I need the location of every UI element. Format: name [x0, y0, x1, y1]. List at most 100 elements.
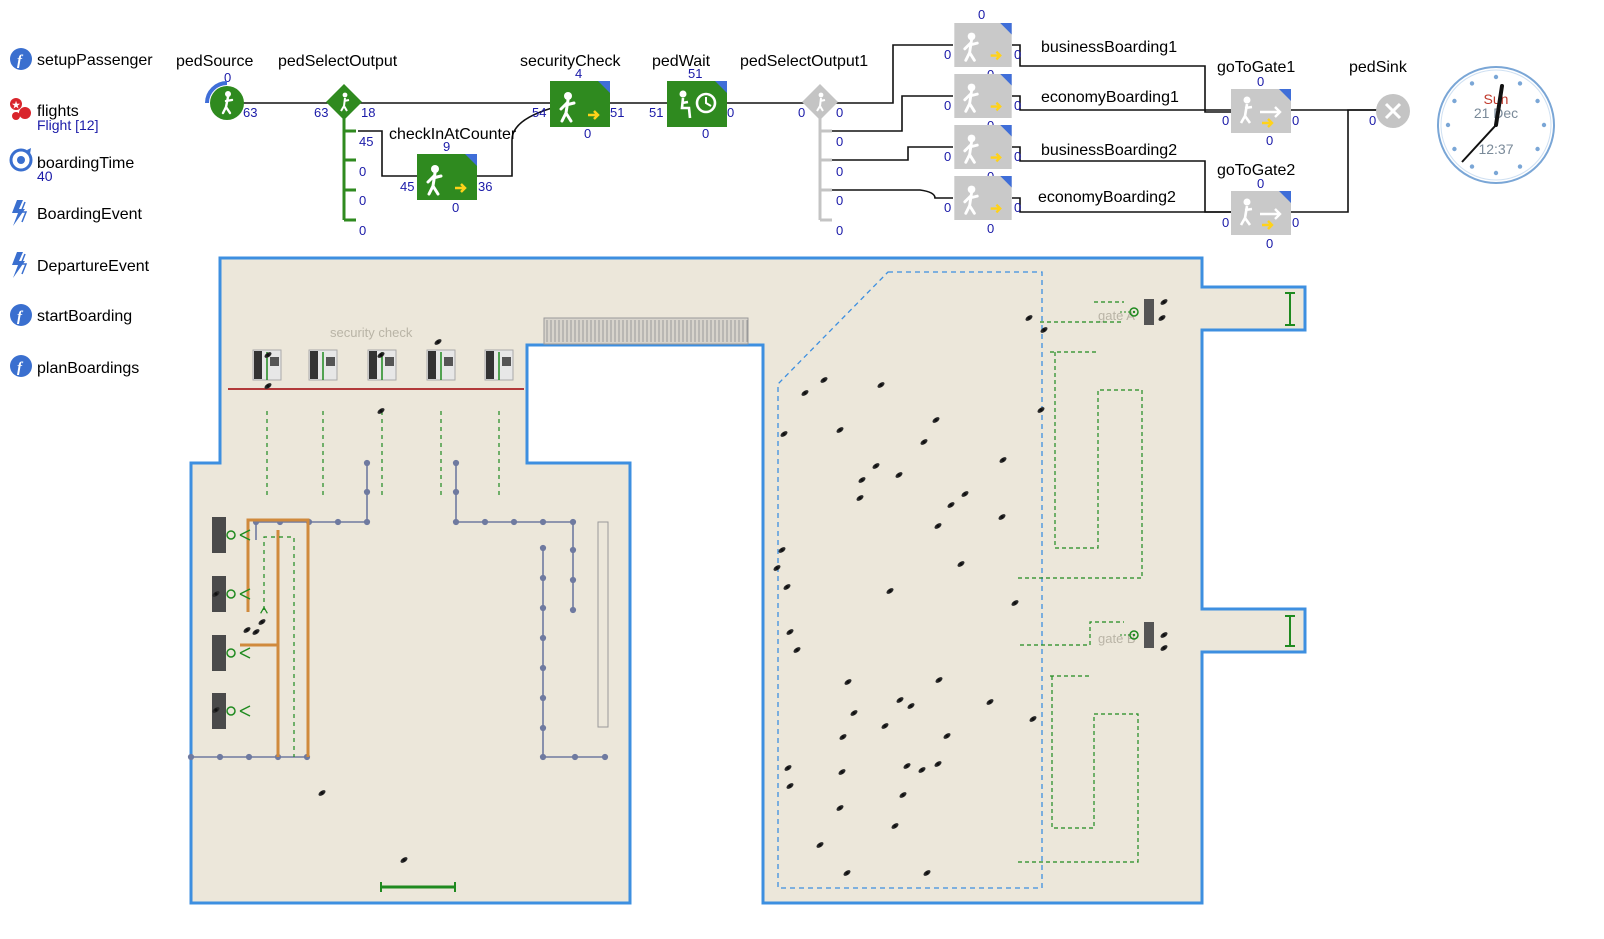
ped-select-output-block[interactable]: pedSelectOutput 63 18 45 0 0 0	[278, 53, 398, 238]
queue-pole	[569, 546, 577, 554]
count-in: 45	[400, 179, 414, 194]
economy-boarding2-block[interactable]: 0 0 0 0 economyBoarding2	[944, 169, 1176, 236]
ped-wait-block[interactable]: pedWait 51 51 0 0	[649, 53, 734, 141]
queue-pole	[363, 488, 371, 496]
event-icon	[12, 200, 28, 226]
ped-sink-block[interactable]: pedSink 0	[1349, 59, 1410, 128]
queue-pole	[363, 459, 371, 467]
count-top: 4	[575, 66, 582, 81]
gate-a: gate A	[1098, 292, 1295, 326]
count-top: 0	[978, 7, 985, 22]
parameter-icon	[9, 148, 33, 172]
block-label: goToGate1	[1217, 59, 1295, 76]
count-bottom: 0	[987, 221, 994, 236]
count-in: 63	[314, 105, 328, 120]
ped-select-output1-block[interactable]: pedSelectOutput1 0 0 0 0 0 0	[740, 53, 868, 238]
ped-source-block[interactable]: pedSource 0 63	[176, 53, 257, 120]
queue-pole	[245, 753, 253, 761]
clock: Sun 21 Dec 12:37	[1437, 66, 1555, 184]
count-out: 63	[243, 105, 257, 120]
sidebar-item-boarding-event[interactable]: BoardingEvent	[12, 200, 143, 226]
clock-tick	[1493, 74, 1499, 80]
sidebar-item-departure-event[interactable]: DepartureEvent	[12, 252, 150, 278]
sidebar-item-plan-boardings[interactable]: f planBoardings	[10, 355, 139, 377]
sidebar-item-setup-passenger[interactable]: f setupPassenger	[10, 48, 153, 70]
count-out: 0	[1014, 200, 1021, 215]
check-in-block[interactable]: checkInAtCounter 9 45 36 0	[389, 126, 517, 215]
queue-pole	[363, 518, 371, 526]
block-label: securityCheck	[520, 53, 621, 70]
queue-pole	[216, 753, 224, 761]
business-boarding1-block[interactable]: 0 0 0 businessBoarding1	[944, 7, 1177, 67]
business-boarding2-block[interactable]: 0 0 0 businessBoarding2	[944, 118, 1177, 169]
check-in-rails	[240, 518, 310, 757]
count-out: 0	[836, 164, 843, 179]
svg-text:f: f	[17, 53, 24, 69]
sidebar-item-flights[interactable]: ★ flights Flight [12]	[10, 98, 98, 133]
check-in-counter	[212, 693, 251, 729]
block-label: businessBoarding1	[1041, 39, 1177, 56]
sidebar-item-boarding-time[interactable]: boardingTime 40	[9, 148, 134, 184]
queue-pole	[539, 724, 547, 732]
sidebar-item-label: BoardingEvent	[37, 206, 143, 223]
block-label: goToGate2	[1217, 162, 1295, 179]
clock-tick	[1452, 146, 1457, 152]
count-out: 0	[836, 223, 843, 238]
clock-tick	[1469, 164, 1475, 169]
sidebar-item-label: DepartureEvent	[37, 258, 150, 275]
economy-boarding1-block[interactable]: 0 0 0 economyBoarding1	[944, 67, 1179, 118]
count-in: 0	[944, 98, 951, 113]
go-to-gate1-block[interactable]: goToGate1 0 0 0 0	[1217, 59, 1299, 148]
block-label: businessBoarding2	[1041, 142, 1177, 159]
block-label: pedSource	[176, 53, 253, 70]
queue-pole	[539, 574, 547, 582]
function-icon	[10, 355, 32, 377]
count-top: 0	[224, 70, 231, 85]
sidebar-item-label: startBoarding	[37, 308, 132, 325]
clock-tick	[1469, 81, 1475, 86]
count-in: 0	[944, 200, 951, 215]
count-out: 0	[727, 105, 734, 120]
queue-pole	[539, 664, 547, 672]
count-out: 36	[478, 179, 492, 194]
count-bottom: 0	[702, 126, 709, 141]
count-bottom: 0	[1266, 133, 1273, 148]
clock-tick	[1445, 122, 1451, 128]
count-top: 0	[1257, 74, 1264, 89]
clock-tick	[1517, 164, 1523, 169]
count-out: 0	[1014, 98, 1021, 113]
hour-hand	[1494, 84, 1504, 127]
check-in-counter	[212, 635, 251, 671]
clock-tick	[1535, 98, 1540, 104]
sidebar-item-start-boarding[interactable]: f startBoarding	[10, 304, 132, 326]
block-label: economyBoarding2	[1038, 189, 1176, 206]
count-out: 0	[1292, 215, 1299, 230]
count-out: 51	[610, 105, 624, 120]
count-out: 0	[836, 193, 843, 208]
queue-pole	[601, 753, 609, 761]
security-check-label: security check	[330, 325, 413, 340]
count-in: 0	[944, 149, 951, 164]
flowchart-connectors	[237, 44, 1378, 213]
clock-time: 12:37	[1478, 141, 1513, 157]
queue-pole	[539, 544, 547, 552]
count-in: 0	[1222, 113, 1229, 128]
count-out: 0	[359, 223, 366, 238]
queue-pole	[539, 518, 547, 526]
queue-pole	[569, 576, 577, 584]
go-to-gate2-block[interactable]: goToGate2 0 0 0 0	[1217, 162, 1299, 251]
count-in: 0	[944, 47, 951, 62]
svg-text:f: f	[17, 309, 24, 325]
service-icon	[417, 154, 477, 200]
minute-hand	[1461, 124, 1497, 163]
sidebar-item-label: planBoardings	[37, 360, 139, 377]
count-out: 45	[359, 134, 373, 149]
queue-pole	[569, 606, 577, 614]
security-check-block[interactable]: securityCheck 4 54 51 0	[520, 53, 624, 141]
clock-tick	[1517, 81, 1523, 86]
block-label: pedSink	[1349, 59, 1408, 76]
service-icon	[953, 125, 1013, 169]
queue-barriers	[187, 459, 609, 761]
sidebar-item-label: setupPassenger	[37, 52, 153, 69]
count-bottom: 0	[1266, 236, 1273, 251]
